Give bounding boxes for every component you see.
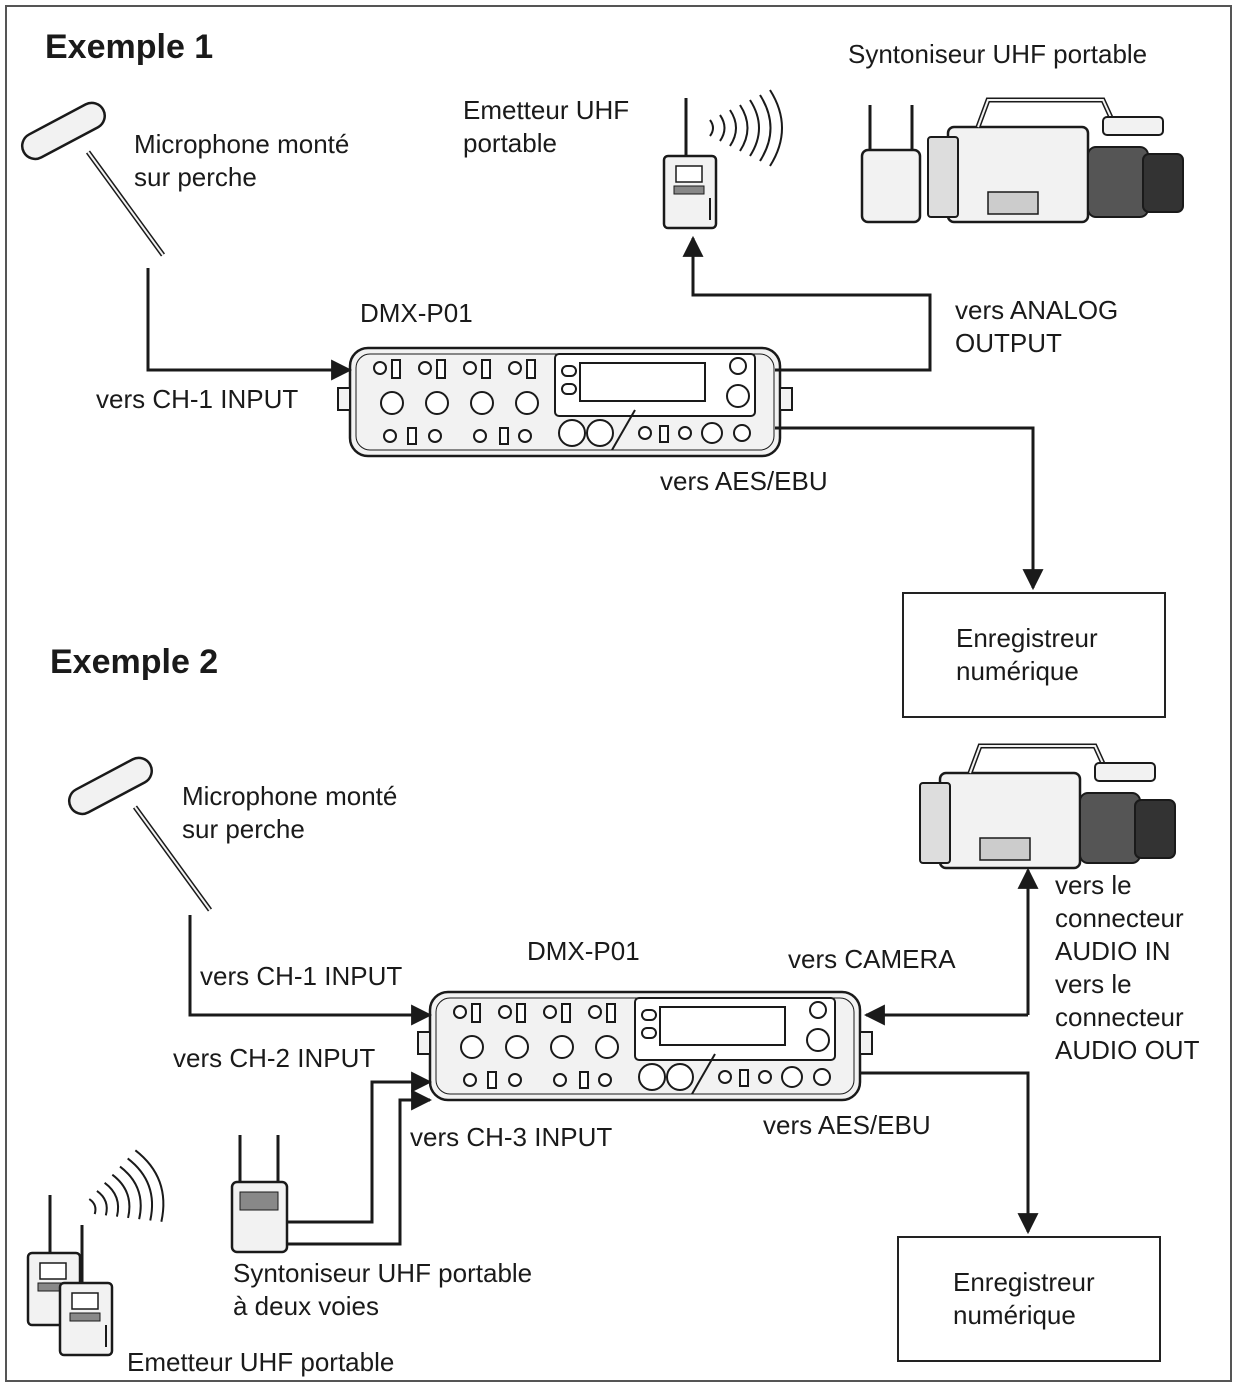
example1-tuner-icon bbox=[860, 105, 922, 224]
page-border bbox=[5, 5, 1232, 1382]
example2-transmitter-icon bbox=[26, 1193, 114, 1357]
example1-recorder-label: Enregistreur numérique bbox=[956, 623, 1098, 686]
example2-ch3-connection bbox=[287, 1089, 433, 1246]
example2-recorder-box: Enregistreur numérique bbox=[897, 1236, 1161, 1362]
example1-mic-label: Microphone monté sur perche bbox=[134, 129, 350, 192]
example2-waves-icon bbox=[77, 1145, 174, 1244]
example1-transmitter-icon bbox=[662, 96, 718, 230]
example2-mixer-icon bbox=[416, 990, 874, 1102]
example1-transmitter-label: Emetteur UHF portable bbox=[463, 95, 630, 158]
example2-tuner-icon bbox=[230, 1135, 289, 1254]
example2-ch1-connection bbox=[188, 915, 433, 1026]
example1-waves-icon bbox=[709, 89, 783, 167]
example1-analog-output-label: vers ANALOG OUTPUT bbox=[955, 295, 1119, 358]
example2-ch1-input-label: vers CH-1 INPUT bbox=[200, 961, 403, 991]
example2-mixer-label: DMX-P01 bbox=[527, 936, 640, 966]
example1-recorder-box: Enregistreur numérique bbox=[902, 592, 1166, 718]
example2-recorder-label: Enregistreur numérique bbox=[953, 1267, 1095, 1330]
example2-aes-ebu-connection bbox=[860, 1071, 1039, 1235]
example2-mic-label: Microphone monté sur perche bbox=[182, 781, 398, 844]
example2-audio-in-label: vers le connecteur AUDIO IN bbox=[1055, 870, 1184, 966]
example2-aes-ebu-label: vers AES/EBU bbox=[763, 1110, 931, 1140]
example1-tuner-label: Syntoniseur UHF portable bbox=[848, 39, 1148, 69]
example1-title: Exemple 1 bbox=[45, 28, 214, 66]
example1-mixer-label: DMX-P01 bbox=[360, 298, 473, 328]
example2-transmitter-label: Emetteur UHF portable bbox=[127, 1347, 395, 1377]
example2-ch2-connection bbox=[287, 1071, 433, 1224]
example2-camera-label: vers CAMERA bbox=[788, 944, 956, 974]
example2-ch2-input-label: vers CH-2 INPUT bbox=[173, 1043, 376, 1073]
example2-camera-icon bbox=[920, 746, 1175, 868]
example1-ch1-connection bbox=[146, 268, 353, 381]
example2-tuner-label: Syntoniseur UHF portable à deux voies bbox=[233, 1258, 533, 1321]
example1-mixer-icon bbox=[336, 346, 794, 458]
example1-analog-output-connection bbox=[682, 235, 932, 372]
example2-audio-out-label: vers le connecteur AUDIO OUT bbox=[1055, 969, 1200, 1065]
example2-title: Exemple 2 bbox=[50, 643, 219, 681]
example2-ch3-input-label: vers CH-3 INPUT bbox=[410, 1122, 613, 1152]
example1-camera-icon bbox=[928, 100, 1183, 222]
example1-aes-ebu-connection bbox=[775, 426, 1044, 591]
example1-aes-ebu-label: vers AES/EBU bbox=[660, 466, 828, 496]
example1-ch1-input-label: vers CH-1 INPUT bbox=[96, 384, 299, 414]
